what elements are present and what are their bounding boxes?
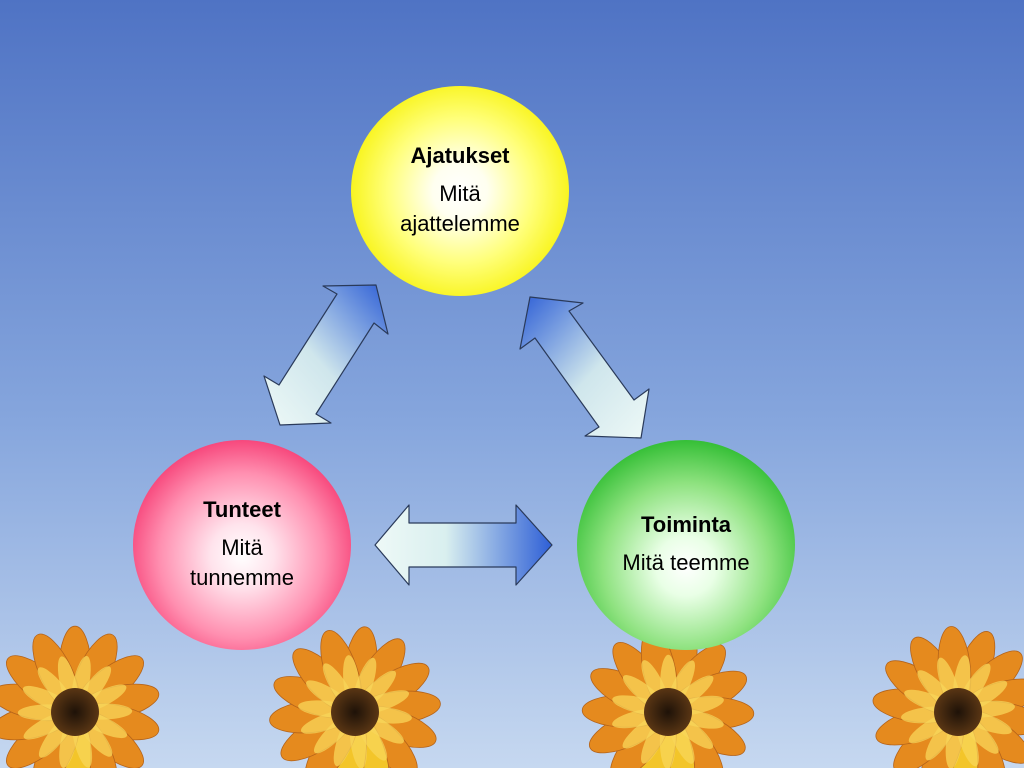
sunflower-decoration <box>269 626 441 768</box>
node-action: Toiminta Mitä teemme <box>577 440 795 650</box>
sunflower-decoration <box>872 626 1024 768</box>
arrow-thoughts-action <box>519 296 650 439</box>
node-action-subtitle-line-1: Mitä teemme <box>622 550 750 575</box>
node-thoughts-subtitle-line-1: Mitä <box>439 181 481 206</box>
node-feelings-subtitle-line-1: Mitä <box>221 535 263 560</box>
arrow-feelings-action <box>374 504 553 586</box>
node-thoughts-subtitle-line-2: ajattelemme <box>400 211 520 236</box>
node-action-title: Toiminta <box>640 512 732 537</box>
node-thoughts: Ajatukset Mitä ajattelemme <box>351 86 569 296</box>
sunflower-decoration <box>0 625 160 768</box>
sunflower-decoration <box>581 627 755 768</box>
node-feelings-subtitle-line-2: tunnemme <box>190 565 294 590</box>
node-thoughts-title: Ajatukset <box>410 143 510 168</box>
node-feelings-title: Tunteet <box>203 497 281 522</box>
node-feelings: Tunteet Mitä tunnemme <box>133 440 351 650</box>
arrow-feelings-thoughts <box>263 284 389 426</box>
